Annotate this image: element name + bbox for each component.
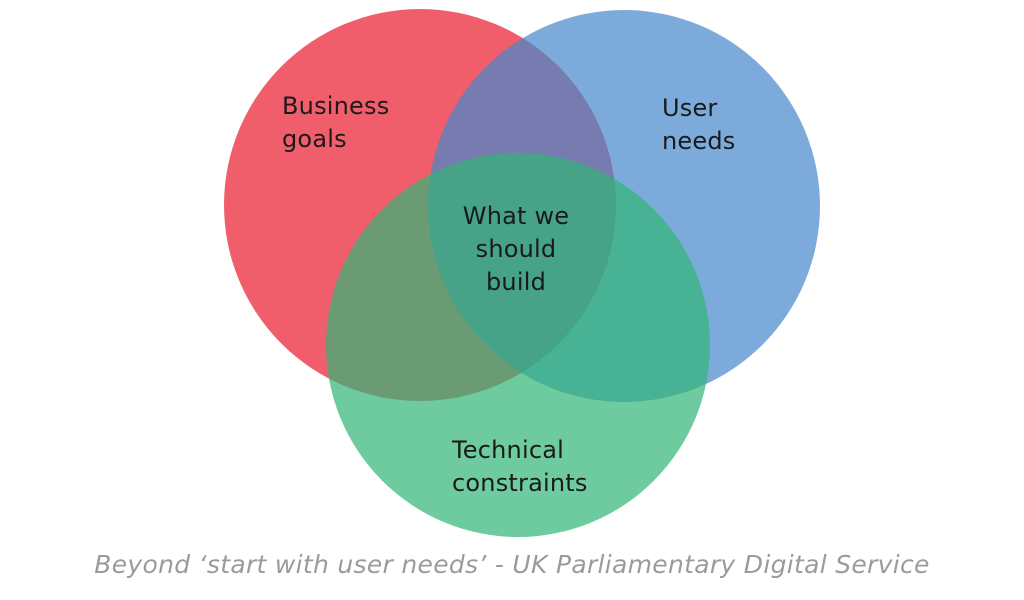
label-intersection-what-we-should-build: What we should build <box>462 202 570 296</box>
venn-circle-technical-constraints <box>326 153 710 537</box>
label-business-goals: Business goals <box>282 92 390 153</box>
label-technical-constraints: Technical constraints <box>452 436 588 497</box>
label-user-needs: User needs <box>662 94 736 155</box>
caption-source-attribution: Beyond ‘start with user needs’ - UK Parl… <box>94 550 930 579</box>
